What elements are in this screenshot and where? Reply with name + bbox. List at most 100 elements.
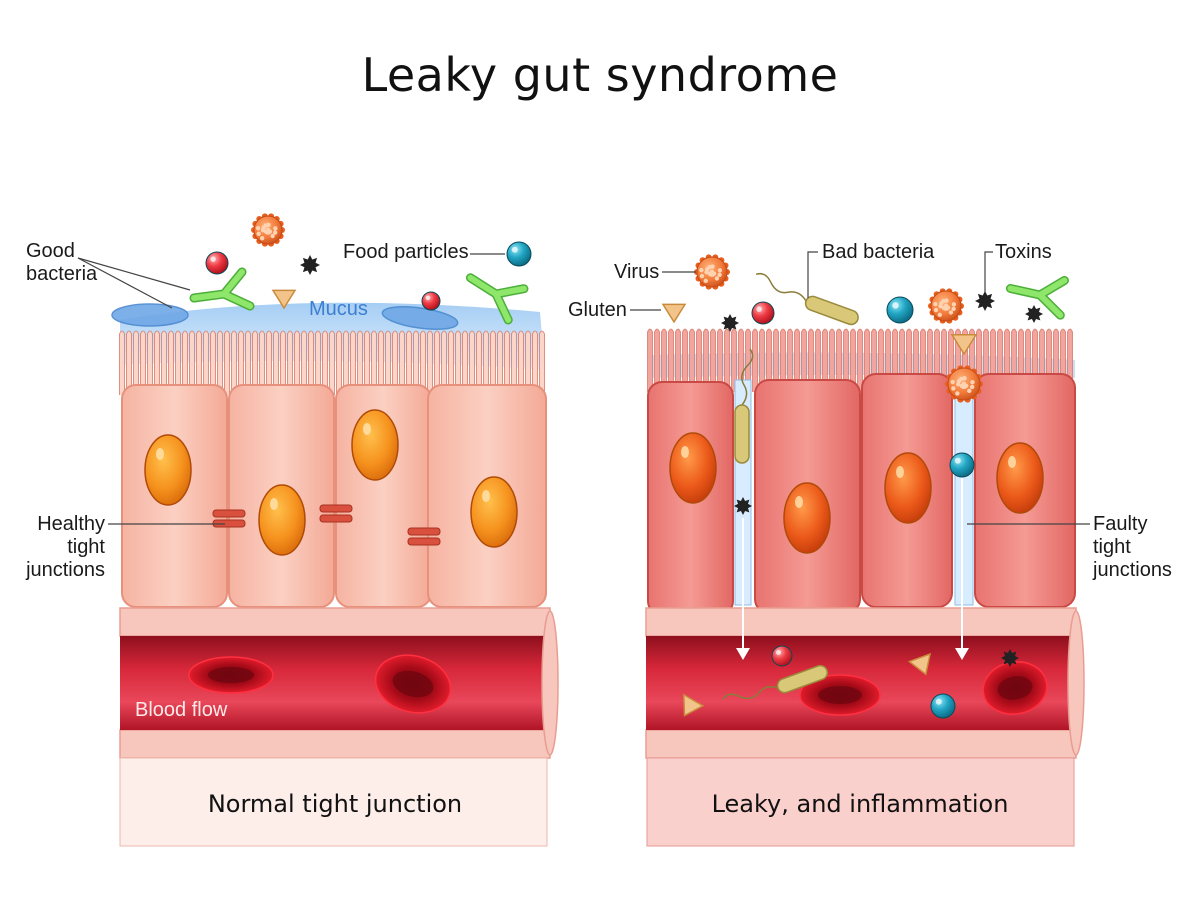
microvillus <box>647 328 653 392</box>
microvillus <box>259 330 265 395</box>
food-particle <box>930 693 956 719</box>
microvillus <box>759 328 765 392</box>
virus-dot <box>717 272 722 277</box>
cell-nucleus <box>351 409 399 481</box>
leak-arrow <box>736 518 750 660</box>
microvillus <box>385 330 391 395</box>
label-good-bacteria: Good bacteria <box>26 240 97 286</box>
label-healthy-line2: tight <box>67 536 105 558</box>
rbc-center <box>207 666 255 684</box>
microvillus <box>689 328 695 392</box>
toxin-particle <box>1025 305 1043 323</box>
label-faulty-tight-junctions: Faulty tight junctions <box>1093 513 1172 582</box>
virus-dot <box>951 302 957 307</box>
virus-dot <box>967 388 972 394</box>
diagram-title: Leaky gut syndrome <box>361 48 839 102</box>
virus-dot <box>714 276 720 281</box>
virus-dot <box>270 233 275 239</box>
virus-dot <box>717 268 723 273</box>
label-mucus: Mucus <box>309 298 368 320</box>
microvillus <box>850 328 856 392</box>
particle-red-body <box>771 645 793 667</box>
microvillus <box>654 328 660 392</box>
tight-junction-strand <box>407 527 441 536</box>
microvillus <box>336 330 342 395</box>
virus-particle <box>945 365 983 403</box>
particle-red-shine <box>425 295 431 301</box>
cell-nucleus-inflamed <box>884 452 932 524</box>
microvillus <box>455 330 461 395</box>
microvillus <box>371 330 377 395</box>
virus-dot <box>950 379 955 385</box>
red-blood-cell <box>799 674 881 716</box>
nucleus-highlight <box>363 423 371 435</box>
nucleus-highlight <box>270 498 278 510</box>
cell-nucleus <box>258 484 306 556</box>
bad-bacteria-body <box>734 404 750 464</box>
label-faulty-line2: tight <box>1093 536 1131 558</box>
microvillus <box>343 330 349 395</box>
microvillus <box>532 330 538 395</box>
microvillus <box>525 330 531 395</box>
microvillus <box>196 330 202 395</box>
cell-nucleus-inflamed <box>669 432 717 504</box>
virus-dot <box>964 383 969 389</box>
virus-dot <box>951 306 956 311</box>
microvillus <box>724 328 730 392</box>
toxin-particle <box>1001 649 1019 667</box>
nucleus-body <box>351 409 399 481</box>
microvillus <box>280 330 286 395</box>
virus-dot <box>933 301 938 307</box>
vessel-wall-top <box>119 607 551 637</box>
bad-bacteria-flagellum <box>722 686 779 701</box>
microvillus <box>703 328 709 392</box>
vessel-wall-bottom <box>645 729 1077 759</box>
microvillus <box>696 328 702 392</box>
bad-bacteria <box>755 272 859 326</box>
microvillus <box>203 330 209 395</box>
microvillus <box>217 330 223 395</box>
microvillus <box>301 330 307 395</box>
red-blood-cell <box>374 654 452 714</box>
microvillus <box>808 328 814 392</box>
particle-red-shine <box>756 306 762 312</box>
microvillus <box>133 330 139 395</box>
label-good-bacteria-line2: bacteria <box>26 263 98 285</box>
microvillus <box>287 330 293 395</box>
label-faulty-line3: junctions <box>1093 559 1172 581</box>
virus-dot <box>699 273 705 279</box>
microvillus <box>308 330 314 395</box>
toxin-shape <box>1001 649 1019 667</box>
label-food-particles: Food particles <box>343 241 469 263</box>
toxin-particle <box>975 291 995 311</box>
gluten-particle <box>907 652 932 676</box>
microvillus <box>661 328 667 392</box>
microvilli-left <box>119 330 545 395</box>
microvillus <box>801 328 807 392</box>
particle-red-shine <box>210 256 216 262</box>
microvillus <box>119 330 125 395</box>
red-blood-cell <box>982 661 1048 715</box>
microvillus <box>675 328 681 392</box>
microvillus <box>483 330 489 395</box>
label-faulty-line1: Faulty <box>1093 513 1148 535</box>
nucleus-highlight <box>482 490 490 502</box>
virus-dot <box>938 304 943 309</box>
microvillus <box>829 328 835 392</box>
microvillus <box>406 330 412 395</box>
food-particle-body <box>886 296 914 324</box>
nucleus-highlight <box>1008 456 1016 468</box>
bad-bacteria-body <box>804 295 859 326</box>
tight-junction <box>319 504 353 523</box>
microvillus <box>780 328 786 392</box>
leader-toxins <box>984 251 993 292</box>
gluten-particle <box>682 693 705 717</box>
toxin-particle <box>721 314 739 332</box>
gluten-shape <box>271 289 297 310</box>
virus-particle <box>694 254 730 290</box>
microvillus <box>182 330 188 395</box>
microvillus <box>266 330 272 395</box>
toxin-shape <box>734 497 752 515</box>
